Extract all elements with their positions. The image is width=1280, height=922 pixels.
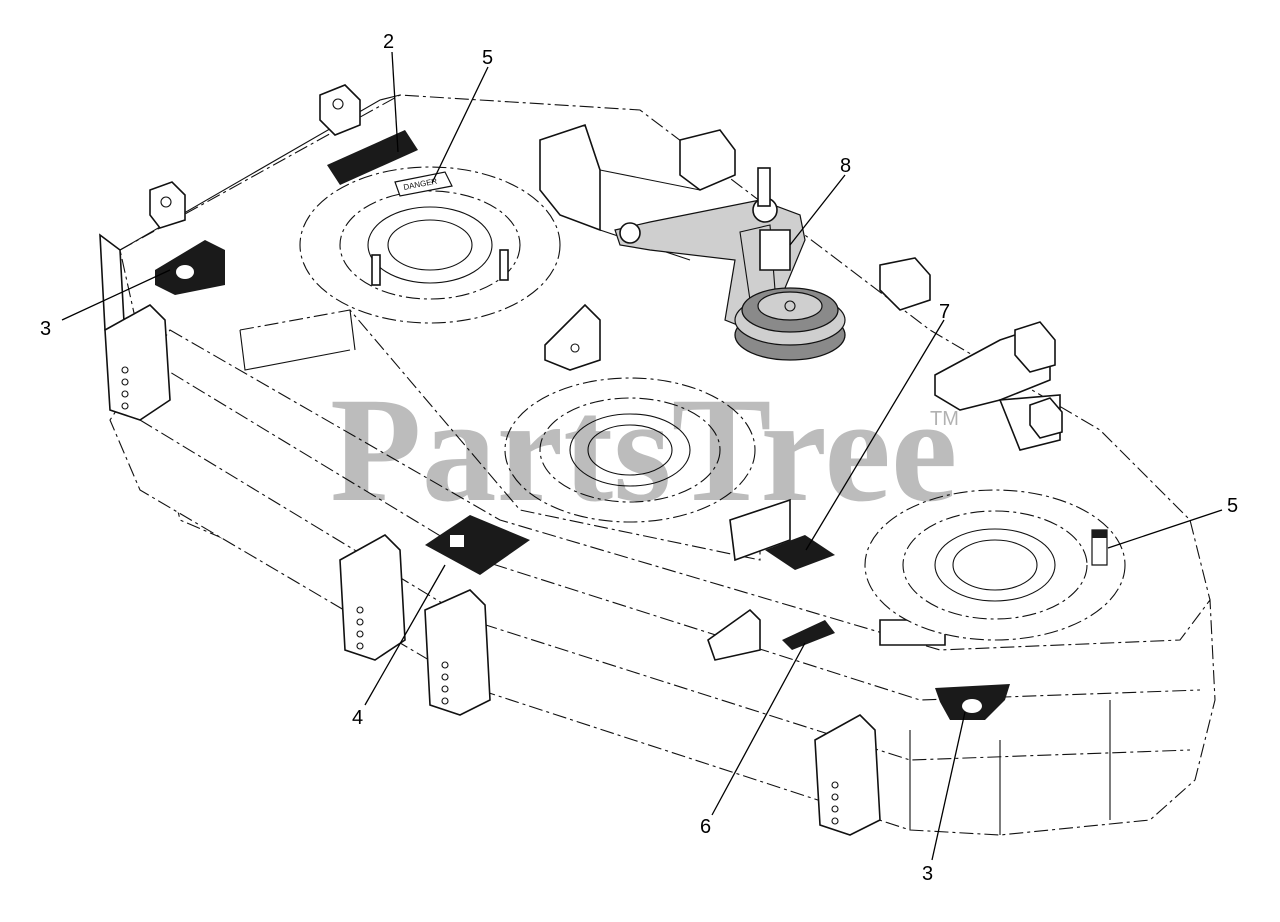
decal-3-danger-front	[935, 684, 1010, 720]
watermark-text: PartsTree	[330, 367, 957, 533]
leader-6	[711, 642, 806, 816]
callout-5-top: 5	[482, 47, 493, 69]
leader-3-bottom	[931, 711, 966, 861]
spindle-housing-left	[299, 166, 561, 324]
callout-7: 7	[939, 301, 950, 323]
decal-2-instruction	[327, 130, 418, 185]
callout-8: 8	[840, 155, 851, 177]
watermark-trademark: TM	[930, 408, 959, 430]
decal-3-danger-left	[155, 240, 225, 295]
leader-5-right	[1107, 509, 1223, 549]
callout-6: 6	[700, 816, 711, 838]
decal-7-warning	[765, 535, 835, 570]
leader-2	[391, 51, 399, 153]
leader-8	[789, 174, 846, 246]
callout-labels: 2 5 8 3 7 5 4 6 3	[40, 31, 1238, 885]
leader-7	[805, 319, 945, 551]
bracket-holes-right	[831, 781, 839, 825]
callout-4: 4	[352, 707, 363, 729]
decal-4-instruction	[425, 515, 530, 575]
idler-pivot-plate	[544, 303, 601, 371]
callout-3-bottom: 3	[922, 863, 933, 885]
callout-2: 2	[383, 31, 394, 53]
leader-4	[364, 564, 446, 706]
leader-3-left	[61, 269, 171, 321]
decal-5-danger-right	[1091, 529, 1108, 566]
leader-lines	[61, 51, 1223, 861]
deck-brackets-rear	[539, 123, 931, 311]
watermark: PartsTree TM	[330, 367, 959, 533]
bracket-holes-front	[441, 661, 449, 705]
bracket-holes-mid	[356, 606, 364, 650]
rear-mount-posts	[149, 84, 1063, 439]
bracket-holes-left	[121, 366, 129, 410]
spindle-housing-right	[864, 489, 1126, 641]
spindle-housing-center	[504, 377, 756, 523]
decal-5-danger-top: DANGER	[394, 171, 453, 197]
leader-5-top	[431, 66, 489, 184]
callout-5-right: 5	[1227, 495, 1238, 517]
height-brackets	[104, 304, 881, 836]
callout-3-left: 3	[40, 318, 51, 340]
idler-arm-assembly	[614, 167, 846, 361]
decal-6-instruction	[782, 620, 835, 650]
